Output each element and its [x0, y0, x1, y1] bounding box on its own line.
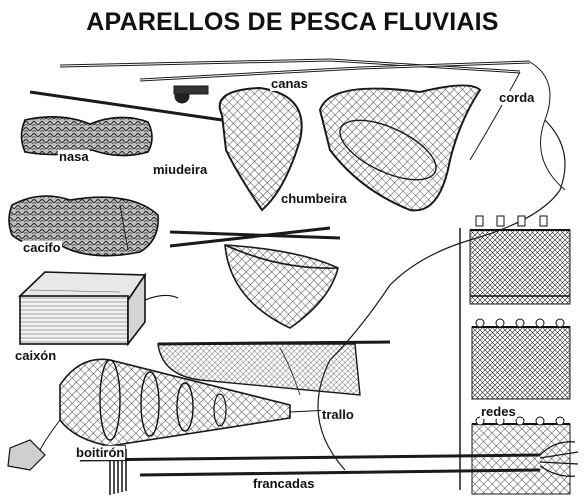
trallo-net — [157, 340, 391, 396]
label-cacifo: cacifo — [22, 240, 62, 255]
pole-net — [169, 226, 341, 329]
label-boitiron: boitirón — [75, 445, 126, 460]
cacifo-basket — [8, 195, 159, 257]
label-caixon: caixón — [14, 348, 58, 363]
nasa-trap — [20, 116, 153, 157]
boitiron-net — [7, 358, 331, 471]
chumbeira-net — [318, 84, 482, 212]
label-chumbeira: chumbeira — [280, 191, 348, 206]
label-nasa: nasa — [58, 149, 90, 164]
caixon-box — [18, 271, 179, 347]
label-francadas: francadas — [252, 476, 316, 491]
canas-rods — [59, 58, 566, 191]
label-redes: redes — [480, 404, 517, 419]
label-miudeira: miudeira — [152, 162, 209, 177]
diagram-title: APARELLOS DE PESCA FLUVIAIS — [86, 8, 499, 36]
label-canas: canas — [270, 76, 309, 91]
miudeira-net — [29, 86, 303, 212]
label-trallo: trallo — [321, 407, 355, 422]
redes-panel — [459, 215, 571, 495]
label-corda: corda — [498, 90, 536, 105]
